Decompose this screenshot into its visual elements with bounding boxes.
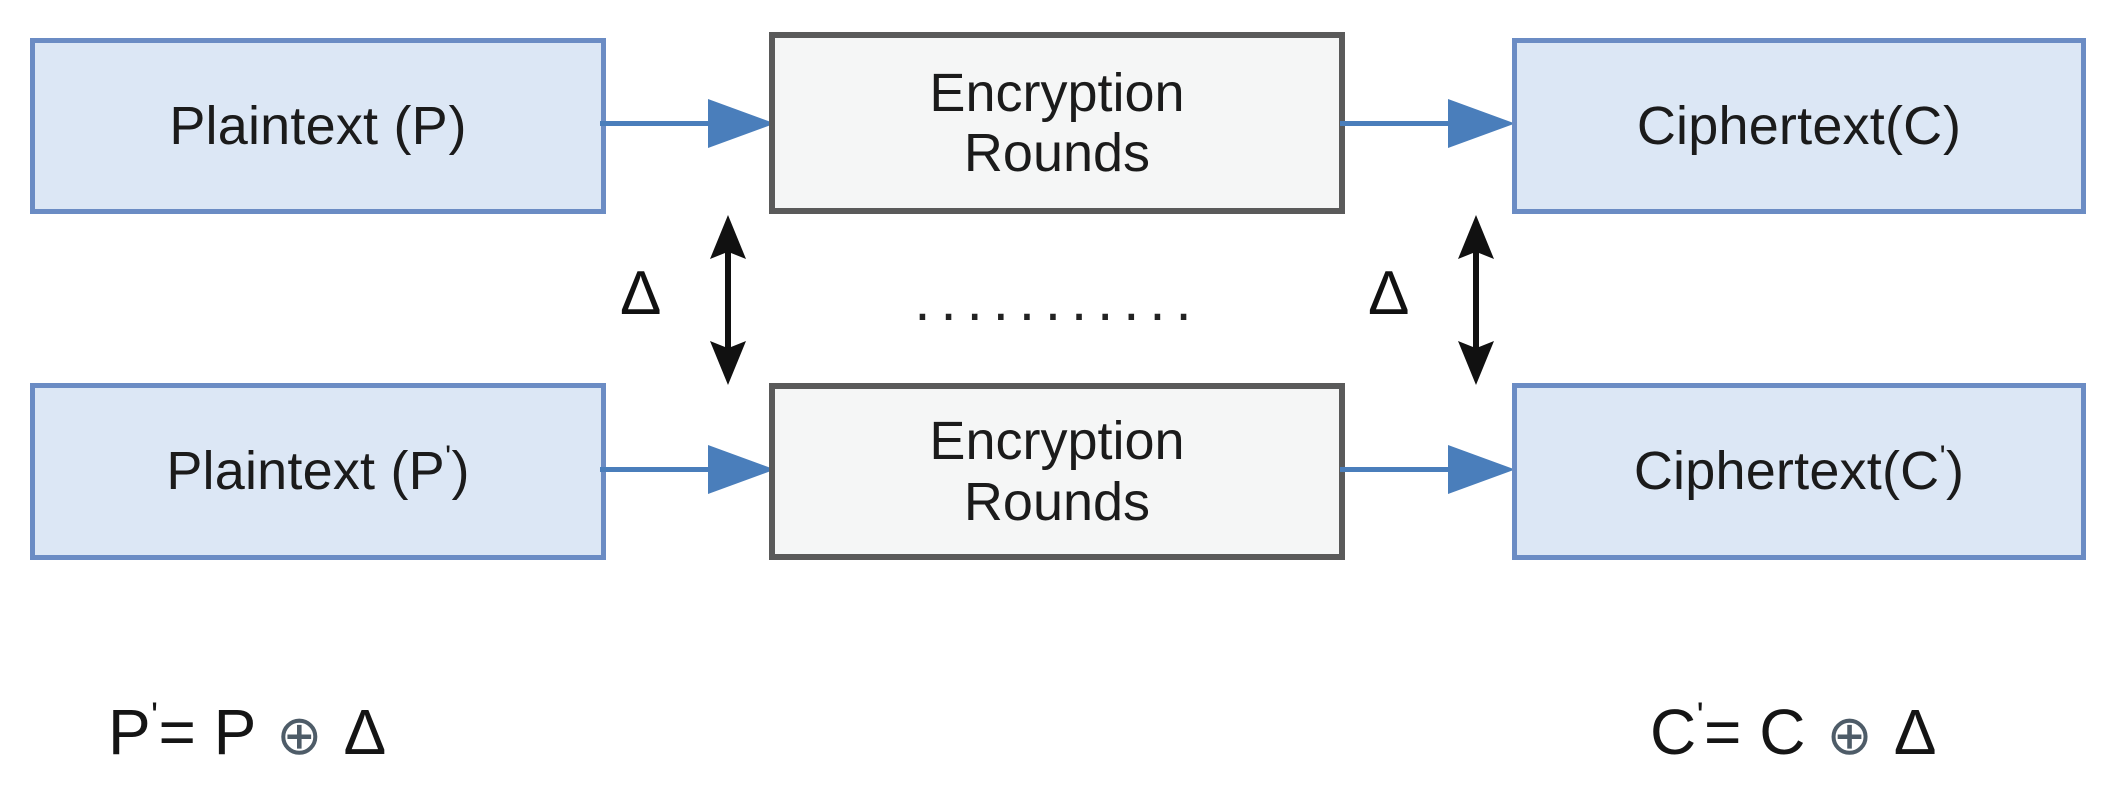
prime-mark (448, 94, 449, 129)
formula-equals: = (1704, 696, 1742, 768)
prime-mark: ' (1939, 439, 1946, 475)
ciphertext-box-upper[interactable]: Ciphertext(C) (1512, 38, 2086, 214)
flow-arrow-upper-rounds-to-ciphertext (1340, 96, 1520, 156)
formula-plaintext-difference: P'= P ⊕ Δ (108, 696, 386, 766)
plaintext-box-upper[interactable]: Plaintext (P) (30, 38, 606, 214)
input-difference-group: Δ (620, 215, 780, 385)
ciphertext-label-upper: Ciphertext(C) (1636, 94, 1962, 156)
formula-delta: Δ (343, 696, 387, 768)
delta-label-output: Δ (1368, 259, 1410, 328)
formula-ciphertext-difference: C'= C ⊕ Δ (1650, 696, 1936, 766)
double-headed-arrow-icon-output (1446, 215, 1506, 385)
plaintext-label-upper: Plaintext (P) (169, 94, 467, 156)
prime-mark: ' (445, 439, 452, 475)
formula-rhs-operand: C (1759, 696, 1806, 768)
flow-arrow-upper-plaintext-to-rounds (600, 96, 780, 156)
formula-rhs-operand: P (213, 696, 256, 768)
prime-mark (1942, 94, 1943, 129)
xor-icon: ⊕ (1826, 704, 1873, 766)
delta-label-input: Δ (620, 259, 662, 328)
xor-icon: ⊕ (276, 704, 323, 766)
ciphertext-box-lower[interactable]: Ciphertext(C') (1512, 383, 2086, 560)
prime-mark: ' (151, 693, 159, 736)
formula-lhs: P (108, 696, 151, 768)
formula-delta: Δ (1893, 696, 1937, 768)
formula-lhs: C (1650, 696, 1697, 768)
plaintext-label-lower: Plaintext (P') (166, 439, 470, 502)
plaintext-box-lower[interactable]: Plaintext (P') (30, 383, 606, 560)
output-difference-group: Δ (1368, 215, 1528, 385)
prime-mark: ' (1696, 693, 1704, 736)
flow-arrow-lower-rounds-to-ciphertext (1340, 442, 1520, 502)
formula-equals: = (158, 696, 196, 768)
flow-arrow-lower-plaintext-to-rounds (600, 442, 780, 502)
double-headed-arrow-icon-input (698, 215, 758, 385)
continuation-dots: ........... (914, 268, 1202, 333)
ciphertext-label-lower: Ciphertext(C') (1633, 439, 1965, 502)
